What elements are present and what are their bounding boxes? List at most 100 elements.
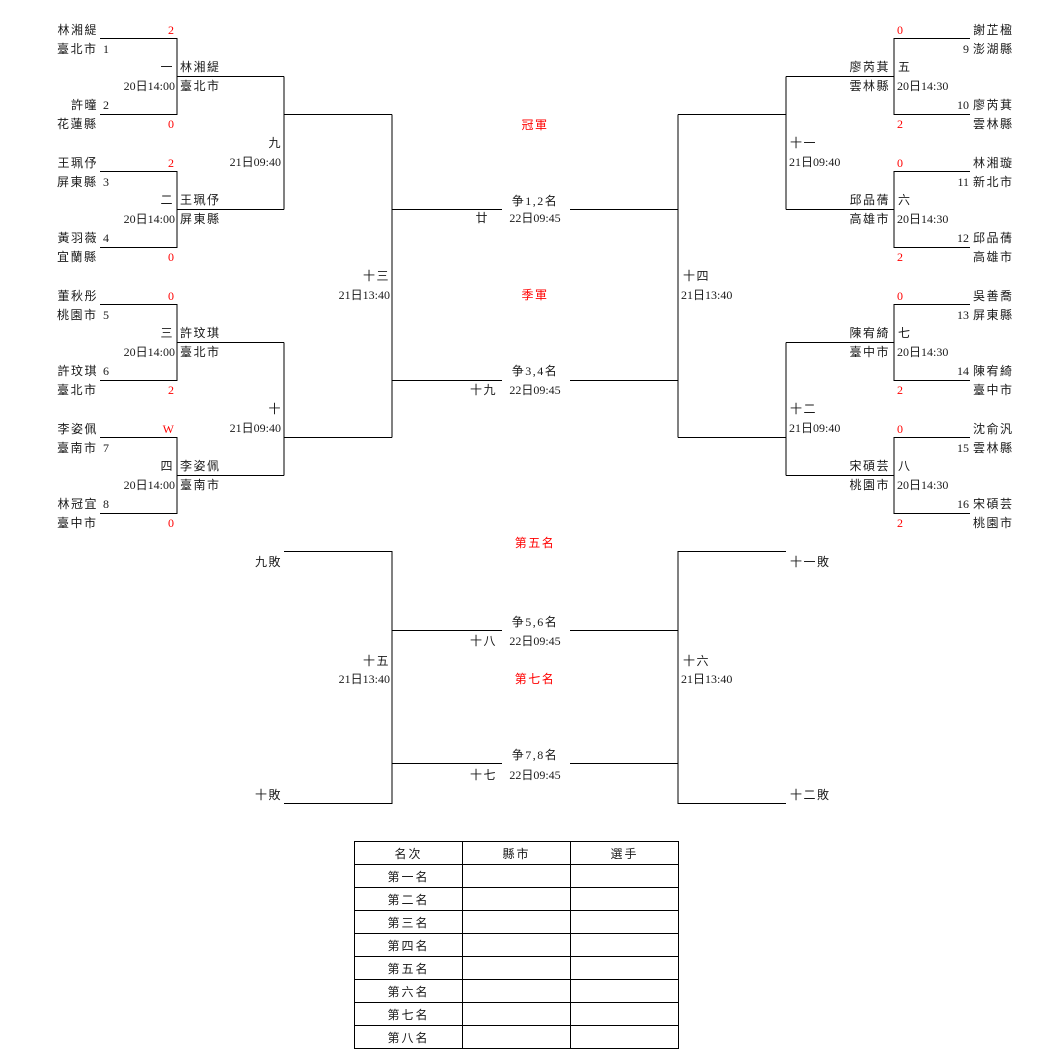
- city-cell[interactable]: [462, 864, 571, 888]
- player-name: 林冠宜: [57, 497, 98, 511]
- winner-city: 臺中市: [849, 345, 890, 359]
- player-city: 臺南市: [57, 441, 98, 455]
- match-time: 20日14:30: [897, 212, 949, 226]
- player-cell[interactable]: [570, 933, 679, 957]
- player-score: 0: [168, 516, 174, 530]
- bracket-line-match-13: [391, 114, 502, 438]
- player-cell[interactable]: [570, 956, 679, 980]
- player-seed: 16: [957, 497, 969, 511]
- player-seed: 13: [957, 308, 969, 322]
- standings-header-row: 名次 縣市 選手: [354, 841, 679, 865]
- match-label: 一: [160, 60, 174, 74]
- player-cell[interactable]: [570, 1002, 679, 1026]
- consolation-entry-bottom: 十敗: [255, 788, 283, 802]
- city-cell[interactable]: [462, 1025, 571, 1049]
- player-cell[interactable]: [570, 864, 679, 888]
- city-cell[interactable]: [462, 956, 571, 980]
- player-score: 0: [168, 117, 174, 131]
- player-name: 邱品蒨: [973, 231, 1014, 245]
- winner-name: 許玟琪: [180, 326, 221, 340]
- match-time: 20日14:30: [897, 478, 949, 492]
- rank-cell: 第六名: [354, 979, 463, 1003]
- player-name: 吳善喬: [973, 289, 1014, 303]
- bracket-line-match-16: [570, 550, 786, 805]
- rank-cell: 第八名: [354, 1025, 463, 1049]
- player-cell[interactable]: [570, 979, 679, 1003]
- fifth-place-label: 争5,6名: [511, 615, 559, 629]
- player-cell[interactable]: [570, 887, 679, 911]
- player-name: 李姿佩: [57, 422, 98, 436]
- bracket-line-match-15: [284, 550, 502, 805]
- player-cell[interactable]: [570, 910, 679, 934]
- standings-row: 第八名: [354, 1025, 679, 1049]
- player-seed: 3: [103, 175, 109, 189]
- player-city: 臺北市: [57, 383, 98, 397]
- rank-cell: 第一名: [354, 864, 463, 888]
- winner-name: 王珮伃: [180, 193, 221, 207]
- fifth-place-title: 第五名: [514, 536, 556, 550]
- match-label: 七: [898, 326, 912, 340]
- player-cell[interactable]: [570, 1025, 679, 1049]
- player-score: 0: [897, 289, 903, 303]
- city-cell[interactable]: [462, 910, 571, 934]
- player-score: 2: [168, 383, 174, 397]
- quarterfinal-label: 十: [268, 402, 282, 416]
- player-city: 雲林縣: [973, 117, 1014, 131]
- standings-row: 第二名: [354, 887, 679, 911]
- match-label: 六: [898, 193, 912, 207]
- winner-name: 李姿佩: [180, 459, 221, 473]
- match-time: 20日14:30: [897, 345, 949, 359]
- player-name: 沈俞汎: [973, 422, 1014, 436]
- player-seed: 7: [103, 441, 109, 455]
- player-score: W: [162, 422, 174, 436]
- bracket-line-match-10: [283, 342, 392, 476]
- player-name: 黃羽薇: [57, 231, 98, 245]
- consolation-entry-top: 九敗: [255, 555, 283, 569]
- player-seed: 12: [957, 231, 969, 245]
- player-seed: 11: [957, 175, 969, 189]
- winner-city: 桃園市: [849, 478, 890, 492]
- seventh-place-title: 第七名: [514, 672, 556, 686]
- bracket-line-match-3: [100, 303, 284, 382]
- consolation-match-time: 21日13:40: [338, 672, 390, 686]
- third-place-time: 22日09:45: [509, 383, 561, 397]
- city-cell[interactable]: [462, 887, 571, 911]
- player-city: 澎湖縣: [973, 42, 1014, 56]
- player-score: 2: [897, 383, 903, 397]
- player-score: 0: [168, 289, 174, 303]
- player-seed: 4: [103, 231, 109, 245]
- bracket-line-match-5: [786, 37, 970, 116]
- player-seed: 6: [103, 364, 109, 378]
- match-label: 五: [898, 60, 912, 74]
- seventh-place-match-number: 十七: [469, 768, 497, 782]
- standings-row: 第五名: [354, 956, 679, 980]
- player-seed: 14: [957, 364, 969, 378]
- player-name: 謝芷楹: [973, 23, 1014, 37]
- winner-name: 宋碩芸: [849, 459, 890, 473]
- winner-city: 臺北市: [180, 79, 221, 93]
- rank-cell: 第四名: [354, 933, 463, 957]
- player-name: 許玟琪: [57, 364, 98, 378]
- consolation-match-time: 21日13:40: [681, 672, 733, 686]
- player-score: 0: [897, 23, 903, 37]
- semifinal-label: 十三: [362, 269, 390, 283]
- player-seed: 8: [103, 497, 109, 511]
- semifinal-time: 21日13:40: [681, 288, 733, 302]
- player-name: 林湘緹: [57, 23, 98, 37]
- city-cell[interactable]: [462, 979, 571, 1003]
- third-place-title: 季軍: [521, 288, 549, 302]
- player-city: 雲林縣: [973, 441, 1014, 455]
- quarterfinal-label: 九: [268, 136, 282, 150]
- player-score: 2: [897, 516, 903, 530]
- player-score: 2: [168, 23, 174, 37]
- bracket-line-match-7: [786, 303, 970, 382]
- standings-row: 第七名: [354, 1002, 679, 1026]
- player-city: 桃園市: [57, 308, 98, 322]
- city-cell[interactable]: [462, 933, 571, 957]
- player-seed: 5: [103, 308, 109, 322]
- city-cell[interactable]: [462, 1002, 571, 1026]
- match-time: 20日14:00: [123, 212, 175, 226]
- final-title: 冠軍: [521, 118, 549, 132]
- bracket-line-match-14: [570, 114, 679, 438]
- fifth-place-match-number: 十八: [469, 634, 497, 648]
